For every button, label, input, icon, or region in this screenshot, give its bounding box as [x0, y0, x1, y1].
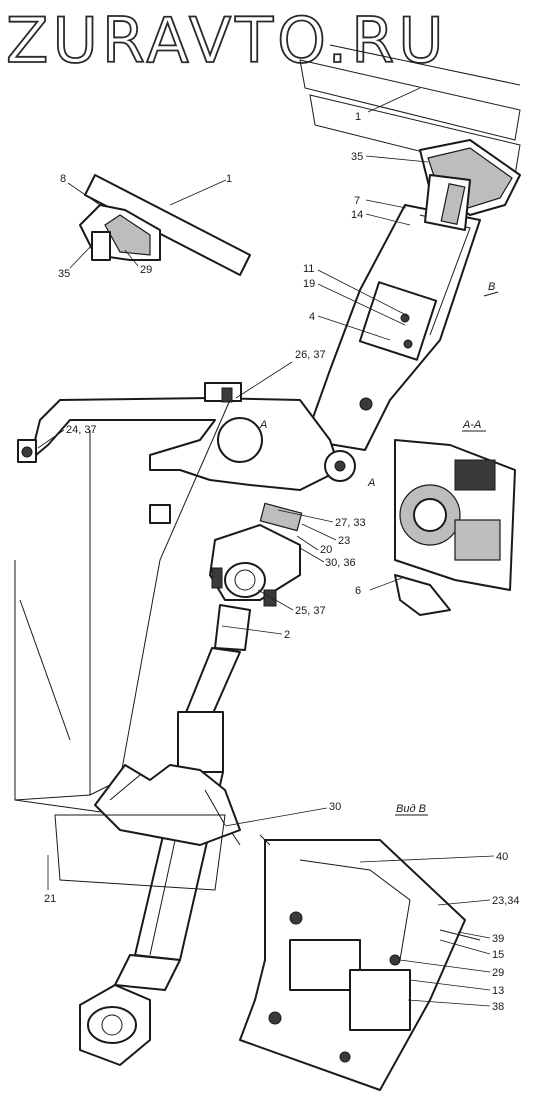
label-6: 6: [355, 585, 361, 597]
view-b-arrow-label: B: [488, 281, 495, 293]
label-19: 19: [303, 278, 315, 290]
mounting-bracket: [17, 382, 356, 491]
universal-joint-upper: [149, 502, 303, 607]
view-b-detail: [239, 834, 481, 1091]
label-26-37: 26, 37: [295, 349, 326, 361]
label-14: 14: [351, 209, 363, 221]
label-4: 4: [309, 311, 315, 323]
label-24-37: 24, 37: [66, 424, 97, 436]
label-40: 40: [496, 851, 508, 863]
universal-joint-lower: [79, 984, 151, 1066]
label-25-37: 25, 37: [295, 605, 326, 617]
watermark-text: ZURAVTO.RU: [6, 4, 448, 77]
label-11: 11: [303, 263, 314, 275]
section-a-a-title: A-A: [462, 419, 481, 431]
label-23-34: 23,34: [492, 895, 520, 907]
label-1-top: 1: [355, 111, 361, 123]
label-29-inset: 29: [140, 264, 152, 276]
label-15: 15: [492, 949, 504, 961]
label-1-inset: 1: [226, 173, 232, 185]
label-13: 13: [492, 985, 504, 997]
cut-label-a-2: A: [367, 477, 375, 489]
label-7: 7: [354, 195, 360, 207]
label-23: 23: [338, 535, 350, 547]
view-b-title: Вид В: [396, 803, 426, 815]
label-2: 2: [284, 629, 290, 641]
label-35-inset: 35: [58, 268, 70, 280]
cut-label-a-1: A: [259, 419, 267, 431]
inset-wheel-hub-detail: [79, 174, 251, 276]
label-39: 39: [492, 933, 504, 945]
label-30-36: 30, 36: [325, 557, 356, 569]
section-a-a-detail: [394, 439, 516, 616]
label-21: 21: [44, 893, 56, 905]
label-29: 29: [492, 967, 504, 979]
steering-column-housing: [304, 174, 481, 451]
label-38: 38: [492, 1001, 504, 1013]
callouts: 1 35 7 14 8 1 35 29 11 19 4 26, 37 24, 3…: [37, 87, 520, 1013]
label-30: 30: [329, 801, 341, 813]
label-8: 8: [60, 173, 66, 185]
label-35-top: 35: [351, 151, 363, 163]
label-20: 20: [320, 544, 332, 556]
label-27-33: 27, 33: [335, 517, 366, 529]
column-boot-seal: [54, 764, 241, 891]
